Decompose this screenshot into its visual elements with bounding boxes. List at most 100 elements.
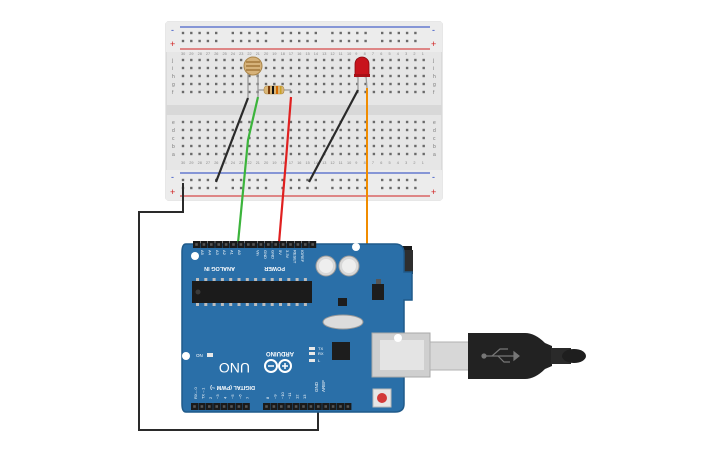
terminal-hole[interactable] xyxy=(190,90,193,94)
terminal-hole[interactable] xyxy=(181,58,185,62)
rail-hole[interactable] xyxy=(289,178,293,182)
rail-hole[interactable] xyxy=(206,178,210,182)
terminal-hole[interactable] xyxy=(273,152,276,156)
terminal-hole[interactable] xyxy=(364,152,367,156)
rail-hole[interactable] xyxy=(364,186,367,190)
rail-hole[interactable] xyxy=(181,178,185,182)
terminal-hole[interactable] xyxy=(381,58,384,62)
terminal-hole[interactable] xyxy=(215,120,218,124)
terminal-hole[interactable] xyxy=(405,90,409,94)
terminal-hole[interactable] xyxy=(298,144,301,148)
terminal-hole[interactable] xyxy=(414,152,417,156)
terminal-hole[interactable] xyxy=(397,136,400,140)
rail-hole[interactable] xyxy=(314,31,317,35)
terminal-hole[interactable] xyxy=(223,144,226,148)
terminal-hole[interactable] xyxy=(347,120,351,124)
terminal-hole[interactable] xyxy=(181,128,185,132)
terminal-hole[interactable] xyxy=(281,74,284,78)
terminal-hole[interactable] xyxy=(414,66,417,70)
terminal-hole[interactable] xyxy=(181,74,185,78)
rail-hole[interactable] xyxy=(264,39,268,43)
rail-hole[interactable] xyxy=(248,178,251,182)
terminal-hole[interactable] xyxy=(397,144,400,148)
terminal-hole[interactable] xyxy=(422,136,425,140)
terminal-hole[interactable] xyxy=(198,66,201,70)
terminal-hole[interactable] xyxy=(264,74,268,78)
terminal-hole[interactable] xyxy=(314,144,317,148)
terminal-hole[interactable] xyxy=(256,144,259,148)
terminal-hole[interactable] xyxy=(381,74,384,78)
rail-hole[interactable] xyxy=(314,178,317,182)
terminal-hole[interactable] xyxy=(264,58,268,62)
terminal-hole[interactable] xyxy=(339,152,342,156)
terminal-hole[interactable] xyxy=(206,90,210,94)
rail-hole[interactable] xyxy=(231,178,234,182)
terminal-hole[interactable] xyxy=(190,152,193,156)
terminal-hole[interactable] xyxy=(215,144,218,148)
terminal-hole[interactable] xyxy=(239,90,243,94)
terminal-hole[interactable] xyxy=(273,82,276,86)
terminal-hole[interactable] xyxy=(215,66,218,70)
terminal-hole[interactable] xyxy=(198,74,201,78)
terminal-hole[interactable] xyxy=(389,152,392,156)
rail-hole[interactable] xyxy=(347,31,351,35)
terminal-hole[interactable] xyxy=(339,90,342,94)
terminal-hole[interactable] xyxy=(273,128,276,132)
rail-hole[interactable] xyxy=(405,186,409,190)
terminal-hole[interactable] xyxy=(273,58,276,62)
terminal-hole[interactable] xyxy=(206,74,210,78)
terminal-hole[interactable] xyxy=(405,58,409,62)
terminal-hole[interactable] xyxy=(372,144,376,148)
terminal-hole[interactable] xyxy=(364,90,367,94)
terminal-hole[interactable] xyxy=(273,136,276,140)
terminal-hole[interactable] xyxy=(405,128,409,132)
terminal-hole[interactable] xyxy=(223,120,226,124)
rail-hole[interactable] xyxy=(339,186,342,190)
rail-hole[interactable] xyxy=(414,178,417,182)
rail-hole[interactable] xyxy=(231,31,234,35)
terminal-hole[interactable] xyxy=(190,136,193,140)
terminal-hole[interactable] xyxy=(215,58,218,62)
terminal-hole[interactable] xyxy=(331,82,334,86)
terminal-hole[interactable] xyxy=(239,128,243,132)
terminal-hole[interactable] xyxy=(339,136,342,140)
rail-hole[interactable] xyxy=(239,178,243,182)
rail-hole[interactable] xyxy=(405,39,409,43)
rail-hole[interactable] xyxy=(331,39,334,43)
terminal-hole[interactable] xyxy=(339,66,342,70)
rail-hole[interactable] xyxy=(389,186,392,190)
terminal-hole[interactable] xyxy=(198,58,201,62)
terminal-hole[interactable] xyxy=(331,120,334,124)
terminal-hole[interactable] xyxy=(322,82,326,86)
terminal-hole[interactable] xyxy=(306,128,309,132)
rail-hole[interactable] xyxy=(356,186,359,190)
terminal-hole[interactable] xyxy=(414,58,417,62)
rail-hole[interactable] xyxy=(298,186,301,190)
terminal-hole[interactable] xyxy=(364,136,367,140)
rail-hole[interactable] xyxy=(281,178,284,182)
terminal-hole[interactable] xyxy=(322,90,326,94)
rail-hole[interactable] xyxy=(231,186,234,190)
terminal-hole[interactable] xyxy=(397,66,400,70)
wire-black-ldr-gnd[interactable] xyxy=(214,97,250,183)
rail-hole[interactable] xyxy=(256,39,259,43)
terminal-hole[interactable] xyxy=(223,74,226,78)
header-digital[interactable] xyxy=(191,403,352,410)
terminal-hole[interactable] xyxy=(397,82,400,86)
terminal-hole[interactable] xyxy=(339,128,342,132)
terminal-hole[interactable] xyxy=(405,82,409,86)
rail-hole[interactable] xyxy=(256,178,259,182)
terminal-hole[interactable] xyxy=(306,144,309,148)
terminal-hole[interactable] xyxy=(181,144,185,148)
terminal-hole[interactable] xyxy=(215,90,218,94)
terminal-hole[interactable] xyxy=(397,120,400,124)
wire-green-a0[interactable] xyxy=(236,96,260,244)
terminal-hole[interactable] xyxy=(347,82,351,86)
terminal-hole[interactable] xyxy=(289,82,293,86)
terminal-hole[interactable] xyxy=(314,136,317,140)
rail-hole[interactable] xyxy=(381,178,384,182)
terminal-hole[interactable] xyxy=(273,144,276,148)
terminal-hole[interactable] xyxy=(231,66,234,70)
rail-hole[interactable] xyxy=(314,39,317,43)
rail-hole[interactable] xyxy=(248,31,251,35)
